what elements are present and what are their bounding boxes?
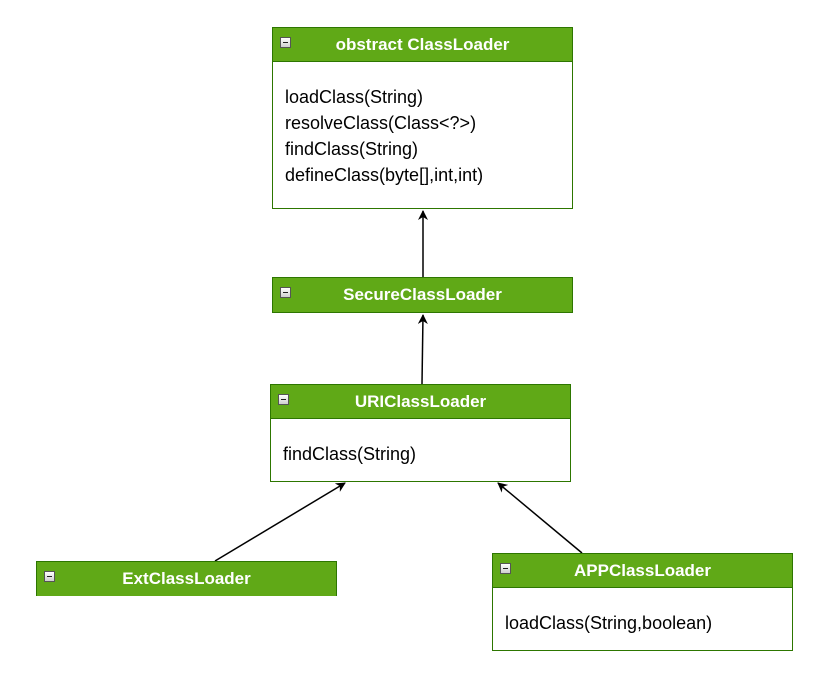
collapse-icon[interactable]	[280, 287, 291, 298]
collapse-icon[interactable]	[280, 37, 291, 48]
class-methods-app: loadClass(String,boolean)	[493, 588, 792, 644]
class-name-secure: SecureClassLoader	[343, 285, 502, 304]
method-item: loadClass(String)	[285, 87, 424, 107]
class-name-classloader: obstract ClassLoader	[335, 34, 510, 54]
class-box-classloader[interactable]: obstract ClassLoader loadClass(String) r…	[272, 27, 573, 209]
class-name-ext: ExtClassLoader	[122, 569, 251, 588]
class-box-secure[interactable]: SecureClassLoader	[272, 277, 573, 313]
edge-ext-to-uri	[214, 482, 346, 562]
edge-app-to-uri	[497, 482, 583, 554]
method-item: loadClass(String,boolean)	[505, 613, 713, 633]
collapse-icon[interactable]	[44, 571, 55, 582]
method-item: findClass(String)	[285, 139, 419, 159]
method-item: defineClass(byte[],int,int)	[285, 165, 484, 185]
class-name-uri: URIClassLoader	[354, 391, 487, 411]
method-item: resolveClass(Class<?>)	[285, 113, 477, 133]
class-box-uri[interactable]: URIClassLoader findClass(String)	[270, 384, 571, 482]
collapse-icon[interactable]	[278, 394, 289, 405]
class-header-app[interactable]: APPClassLoader	[493, 554, 792, 588]
class-methods-uri: findClass(String)	[271, 419, 570, 475]
class-box-ext[interactable]: ExtClassLoader	[36, 561, 337, 596]
class-header-secure[interactable]: SecureClassLoader	[273, 278, 572, 312]
class-header-classloader[interactable]: obstract ClassLoader	[273, 28, 572, 62]
collapse-icon[interactable]	[500, 563, 511, 574]
class-box-app[interactable]: APPClassLoader loadClass(String,boolean)	[492, 553, 793, 651]
class-header-uri[interactable]: URIClassLoader	[271, 385, 570, 419]
class-header-ext[interactable]: ExtClassLoader	[37, 562, 336, 596]
edge-uri-to-secure	[417, 314, 428, 385]
class-methods-classloader: loadClass(String) resolveClass(Class<?>)…	[273, 62, 572, 196]
method-item: findClass(String)	[283, 444, 417, 464]
class-name-app: APPClassLoader	[574, 560, 711, 580]
